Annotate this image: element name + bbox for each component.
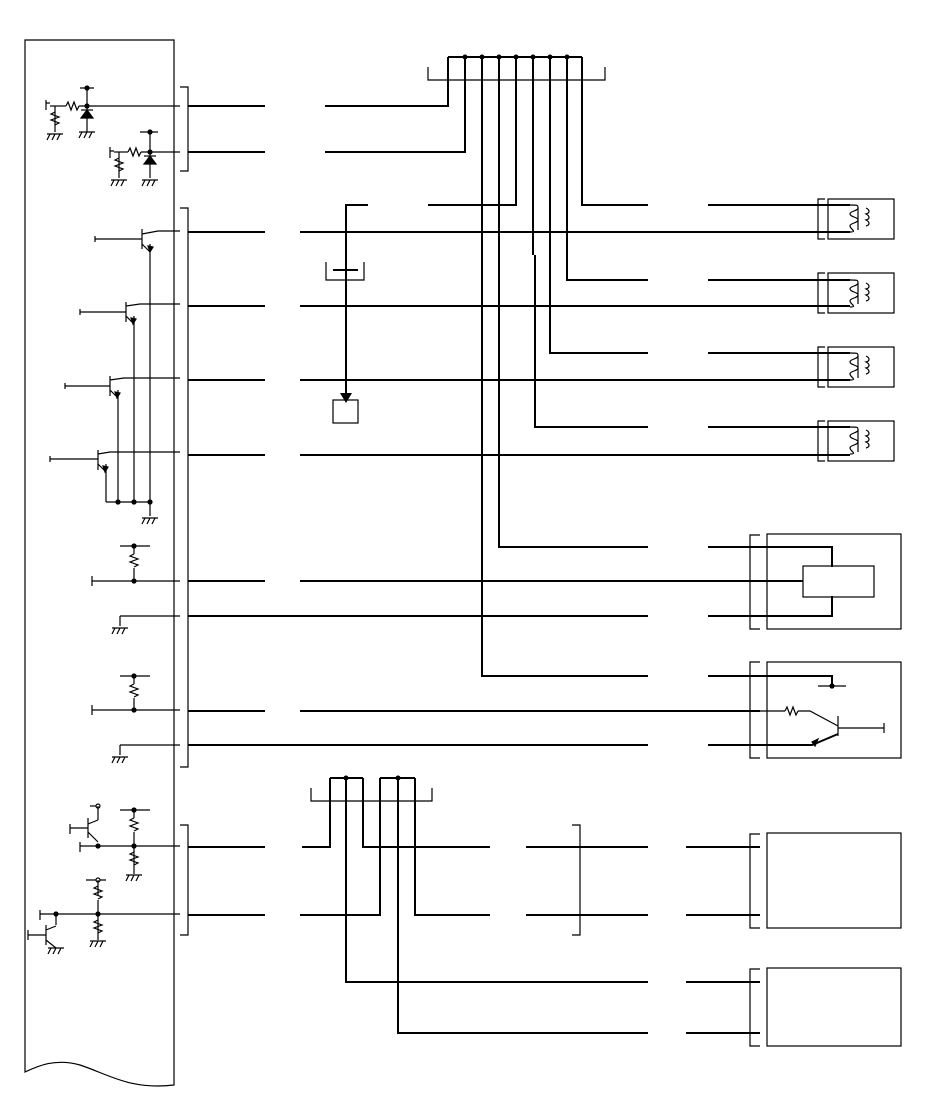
transistor-icon bbox=[45, 925, 57, 949]
ground-icon bbox=[141, 517, 158, 525]
resistor-icon bbox=[92, 885, 104, 900]
ecu-connector-a bbox=[180, 86, 189, 172]
resistor-icon bbox=[128, 851, 140, 866]
diode-icon bbox=[142, 155, 158, 165]
coil-icon bbox=[849, 279, 859, 308]
ecu-ground-2 bbox=[111, 744, 180, 764]
resistor-icon bbox=[127, 146, 142, 158]
ground-icon bbox=[111, 627, 128, 635]
resistor-icon bbox=[113, 157, 125, 172]
intermediate-connector bbox=[572, 824, 581, 936]
coil-unit-2 bbox=[817, 272, 895, 314]
diode-icon bbox=[79, 109, 95, 119]
inline-component-box bbox=[332, 399, 359, 424]
lower-splice-connector bbox=[310, 775, 433, 802]
sensor-unit-2 bbox=[749, 661, 902, 759]
sensor-unit-1 bbox=[749, 533, 902, 630]
transistor-icon bbox=[87, 818, 99, 843]
sensor-element bbox=[802, 565, 875, 598]
transistor-driver-3 bbox=[64, 376, 180, 502]
ground-icon bbox=[89, 940, 106, 948]
ground-icon bbox=[46, 133, 63, 141]
transistor-driver-2 bbox=[79, 302, 180, 502]
ecu-connector-c bbox=[180, 824, 189, 936]
top-splice-connector bbox=[427, 54, 606, 82]
ground-icon bbox=[141, 179, 158, 187]
ecu-input-pullup-2 bbox=[91, 673, 180, 715]
ground-icon bbox=[111, 756, 128, 764]
ground-icon bbox=[125, 874, 142, 882]
transistor-driver-4 bbox=[49, 450, 180, 525]
resistor-icon bbox=[92, 919, 104, 934]
control-unit-outline bbox=[24, 39, 175, 1087]
coil-icon bbox=[849, 352, 859, 381]
resistor-icon bbox=[65, 100, 80, 112]
resistor-icon bbox=[128, 817, 140, 832]
ecu-input-pullup-1 bbox=[91, 543, 180, 586]
transistor-icon bbox=[141, 229, 180, 253]
ecu-lower-circuit-2 bbox=[27, 877, 180, 955]
resistor-icon bbox=[128, 553, 140, 568]
resistor-icon bbox=[784, 705, 799, 717]
transistor-icon bbox=[97, 450, 180, 473]
module-unit-1 bbox=[749, 832, 902, 929]
transistor-driver-1 bbox=[94, 229, 180, 502]
ground-icon bbox=[47, 947, 64, 955]
coil-unit-3 bbox=[817, 346, 895, 388]
ecu-ground-1 bbox=[111, 615, 180, 635]
ecu-connector-b bbox=[180, 207, 189, 768]
ground-icon bbox=[78, 131, 95, 139]
resistor-icon bbox=[128, 683, 140, 698]
coil-unit-1 bbox=[817, 198, 895, 240]
coil-unit-4 bbox=[817, 420, 895, 462]
coil-icon bbox=[849, 426, 859, 455]
harness-wires bbox=[188, 82, 820, 1034]
coil-icon bbox=[849, 204, 859, 233]
arrow-icon bbox=[340, 393, 352, 403]
ecu-lower-circuit-1 bbox=[69, 803, 180, 882]
transistor-icon bbox=[109, 376, 180, 399]
inline-component bbox=[325, 262, 365, 424]
resistor-icon bbox=[49, 111, 61, 126]
ecu-input-circuit-1 bbox=[45, 85, 180, 141]
ecu-input-circuit-2 bbox=[109, 129, 180, 187]
module-unit-2 bbox=[749, 967, 902, 1047]
ground-icon bbox=[110, 179, 127, 187]
